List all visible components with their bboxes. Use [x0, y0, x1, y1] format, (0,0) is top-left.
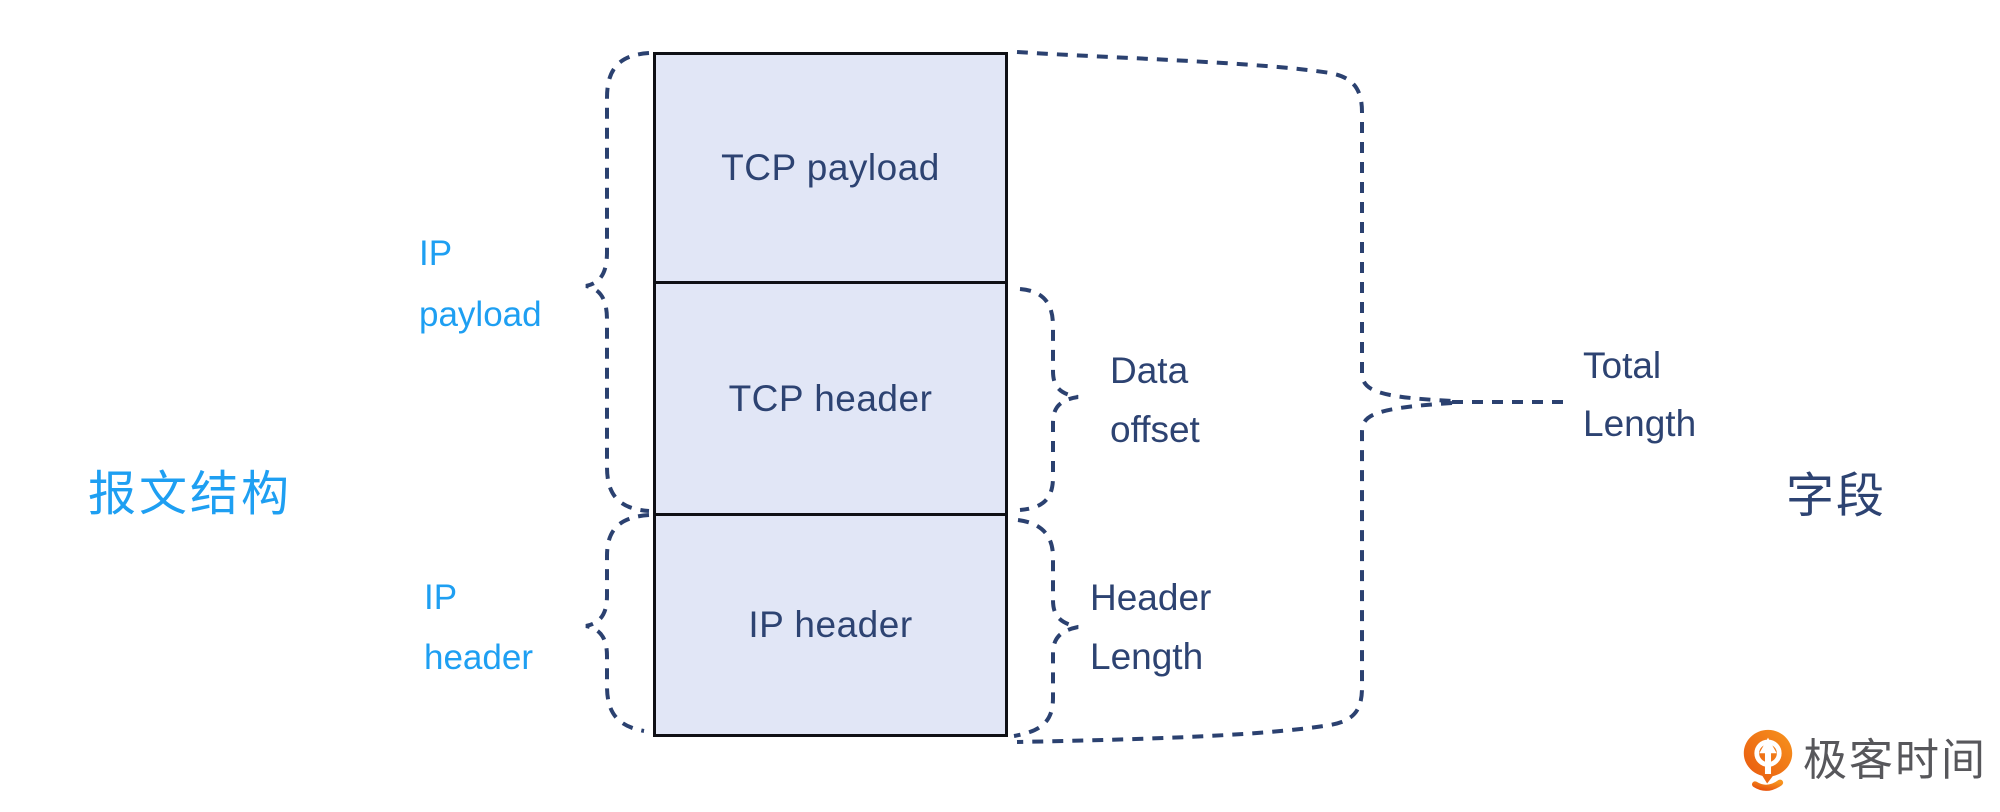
annotation-ip-payload: IP payload	[419, 223, 542, 345]
geektime-logo-text: 极客时间	[1803, 736, 1987, 785]
annotation-ip-header-line2: header	[424, 638, 533, 677]
brace-data-offset	[1019, 287, 1079, 512]
annotation-header-length: Header Length	[1090, 568, 1211, 686]
annotation-data-offset-line2: offset	[1110, 409, 1200, 450]
ip-header-box: IP header	[656, 513, 1005, 734]
annotation-header-length-line1: Header	[1090, 577, 1212, 618]
annotation-header-length-line2: Length	[1090, 636, 1204, 677]
annotation-ip-header: IP header	[424, 568, 533, 688]
tcp-payload-box: TCP payload	[656, 55, 1005, 281]
brace-ip-payload	[585, 51, 650, 513]
annotation-ip-payload-line1: IP	[419, 234, 453, 273]
brace-header-length	[1013, 518, 1079, 738]
packet-stack: TCP payload TCP header IP header	[653, 52, 1008, 737]
right-title: 字段	[1786, 470, 1887, 523]
annotation-ip-header-line1: IP	[424, 578, 458, 617]
brace-ip-header	[585, 513, 650, 733]
brace-total-length-bottom	[1016, 401, 1453, 744]
annotation-data-offset-line1: Data	[1110, 350, 1189, 391]
geektime-logo-icon	[1743, 729, 1793, 791]
annotation-total-length: Total Length	[1583, 337, 1696, 453]
annotation-total-length-line1: Total	[1583, 345, 1662, 386]
tcp-payload-label: TCP payload	[721, 147, 940, 188]
annotation-ip-payload-line2: payload	[419, 295, 542, 334]
annotation-total-length-line2: Length	[1583, 403, 1697, 444]
brace-total-length-top	[1016, 50, 1453, 403]
geektime-logo: 极客时间	[1742, 729, 1987, 793]
tcp-header-label: TCP header	[728, 377, 933, 419]
ip-header-label: IP header	[748, 604, 913, 645]
tcp-header-box: TCP header	[656, 281, 1005, 513]
annotation-data-offset: Data offset	[1110, 341, 1200, 459]
left-title: 报文结构	[88, 468, 293, 521]
